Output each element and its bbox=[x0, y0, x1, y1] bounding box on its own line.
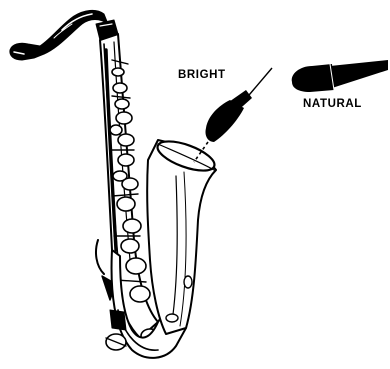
bell bbox=[147, 135, 218, 334]
bright-label: BRIGHT bbox=[178, 69, 226, 81]
natural-microphone-icon bbox=[292, 60, 388, 92]
mouthpiece bbox=[10, 43, 44, 60]
natural-label: NATURAL bbox=[303, 98, 362, 110]
saxophone-icon bbox=[10, 10, 218, 358]
